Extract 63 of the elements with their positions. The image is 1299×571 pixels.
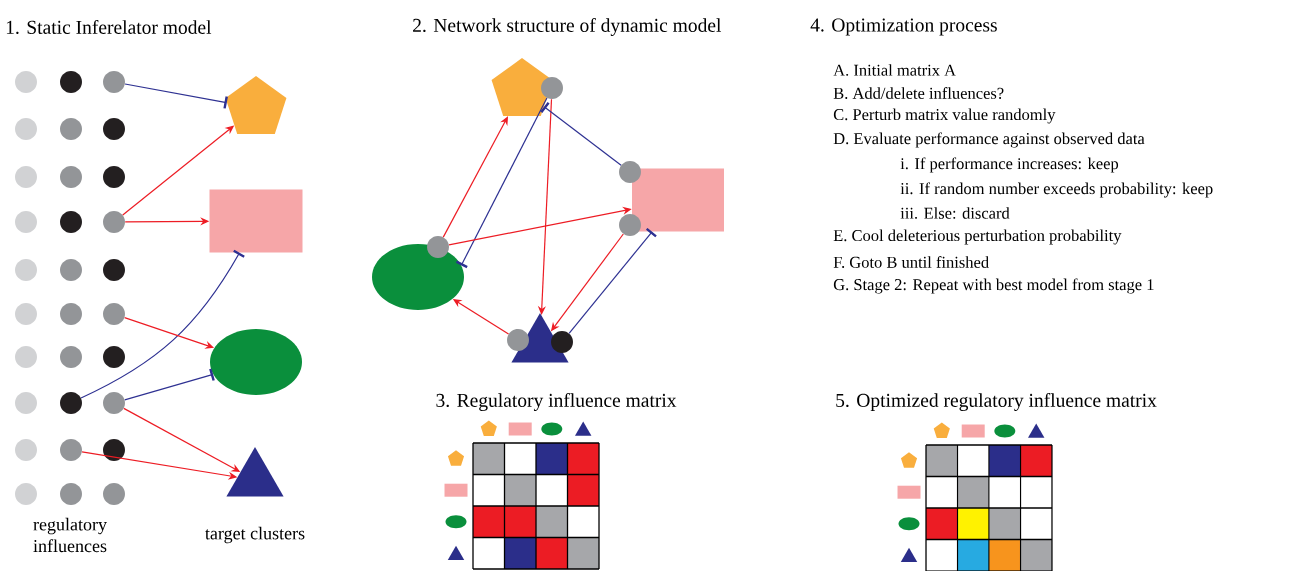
dot [60, 303, 82, 325]
panel-title: 1. Static Inferelator model [6, 20, 212, 34]
dot [427, 236, 449, 258]
panel-title: 3. Regulatory influence matrix [436, 393, 677, 411]
dot [15, 211, 37, 233]
dot [60, 346, 82, 368]
dot [103, 392, 125, 414]
dot [103, 346, 125, 368]
list-item: C. Perturb matrix value randomly [833, 108, 1056, 124]
dot [15, 71, 37, 93]
dot [60, 392, 82, 414]
list-item: i. If performance increases: keep [900, 157, 1119, 173]
dot [103, 259, 125, 281]
dot [103, 71, 125, 93]
dot [60, 439, 82, 461]
dot [103, 166, 125, 188]
dot [15, 439, 37, 461]
dot [60, 71, 82, 93]
dot [15, 166, 37, 188]
list-item: A. Initial matrix A [833, 64, 956, 76]
panel-title: 4. Optimization process [810, 18, 997, 36]
pentagon-shape [225, 76, 287, 134]
inhibition-line [80, 249, 245, 399]
dot [15, 303, 37, 325]
dot [619, 161, 641, 183]
dot [15, 483, 37, 505]
ellipse-shape [372, 244, 464, 310]
list-item: ii. If random number exceeds probability: keep [900, 182, 1213, 198]
dot [15, 392, 37, 414]
dot [103, 439, 125, 461]
list-item: G. Stage 2: Repeat with best model from stage 1 [833, 278, 1154, 294]
dot [60, 211, 82, 233]
dot [60, 166, 82, 188]
dot [15, 259, 37, 281]
dot [619, 214, 641, 236]
ellipse-shape [210, 329, 302, 395]
list-item: iii. Else: discard [900, 207, 1010, 219]
dot [60, 483, 82, 505]
dot [103, 118, 125, 140]
inhibition-line [124, 368, 215, 401]
dot [60, 118, 82, 140]
inhibition-line [124, 83, 228, 109]
rectangle-shape [632, 168, 724, 232]
triangle-shape [226, 447, 284, 497]
dot [103, 211, 125, 233]
list-item: F. Goto B until finished [833, 256, 989, 268]
dot [103, 303, 125, 325]
list-item: D. Evaluate performance against observed data [833, 132, 1145, 148]
caption-text: target clusters [205, 526, 305, 544]
dot [15, 346, 37, 368]
dot [507, 329, 529, 351]
list-item: E. Cool deleterious perturbation probability [833, 229, 1122, 245]
panel-title: 5. Optimized regulatory influence matrix [836, 393, 1157, 411]
dot [551, 331, 573, 353]
triangle-shape [511, 313, 569, 363]
dot [541, 77, 563, 99]
list-item: B. Add/delete influences? [833, 87, 1004, 99]
rectangle-shape [209, 189, 303, 253]
dot [60, 259, 82, 281]
panel-title: 2. Network structure of dynamic model [413, 18, 722, 36]
dot [15, 118, 37, 140]
caption-text: regulatory influences [33, 517, 107, 553]
dot [103, 483, 125, 505]
